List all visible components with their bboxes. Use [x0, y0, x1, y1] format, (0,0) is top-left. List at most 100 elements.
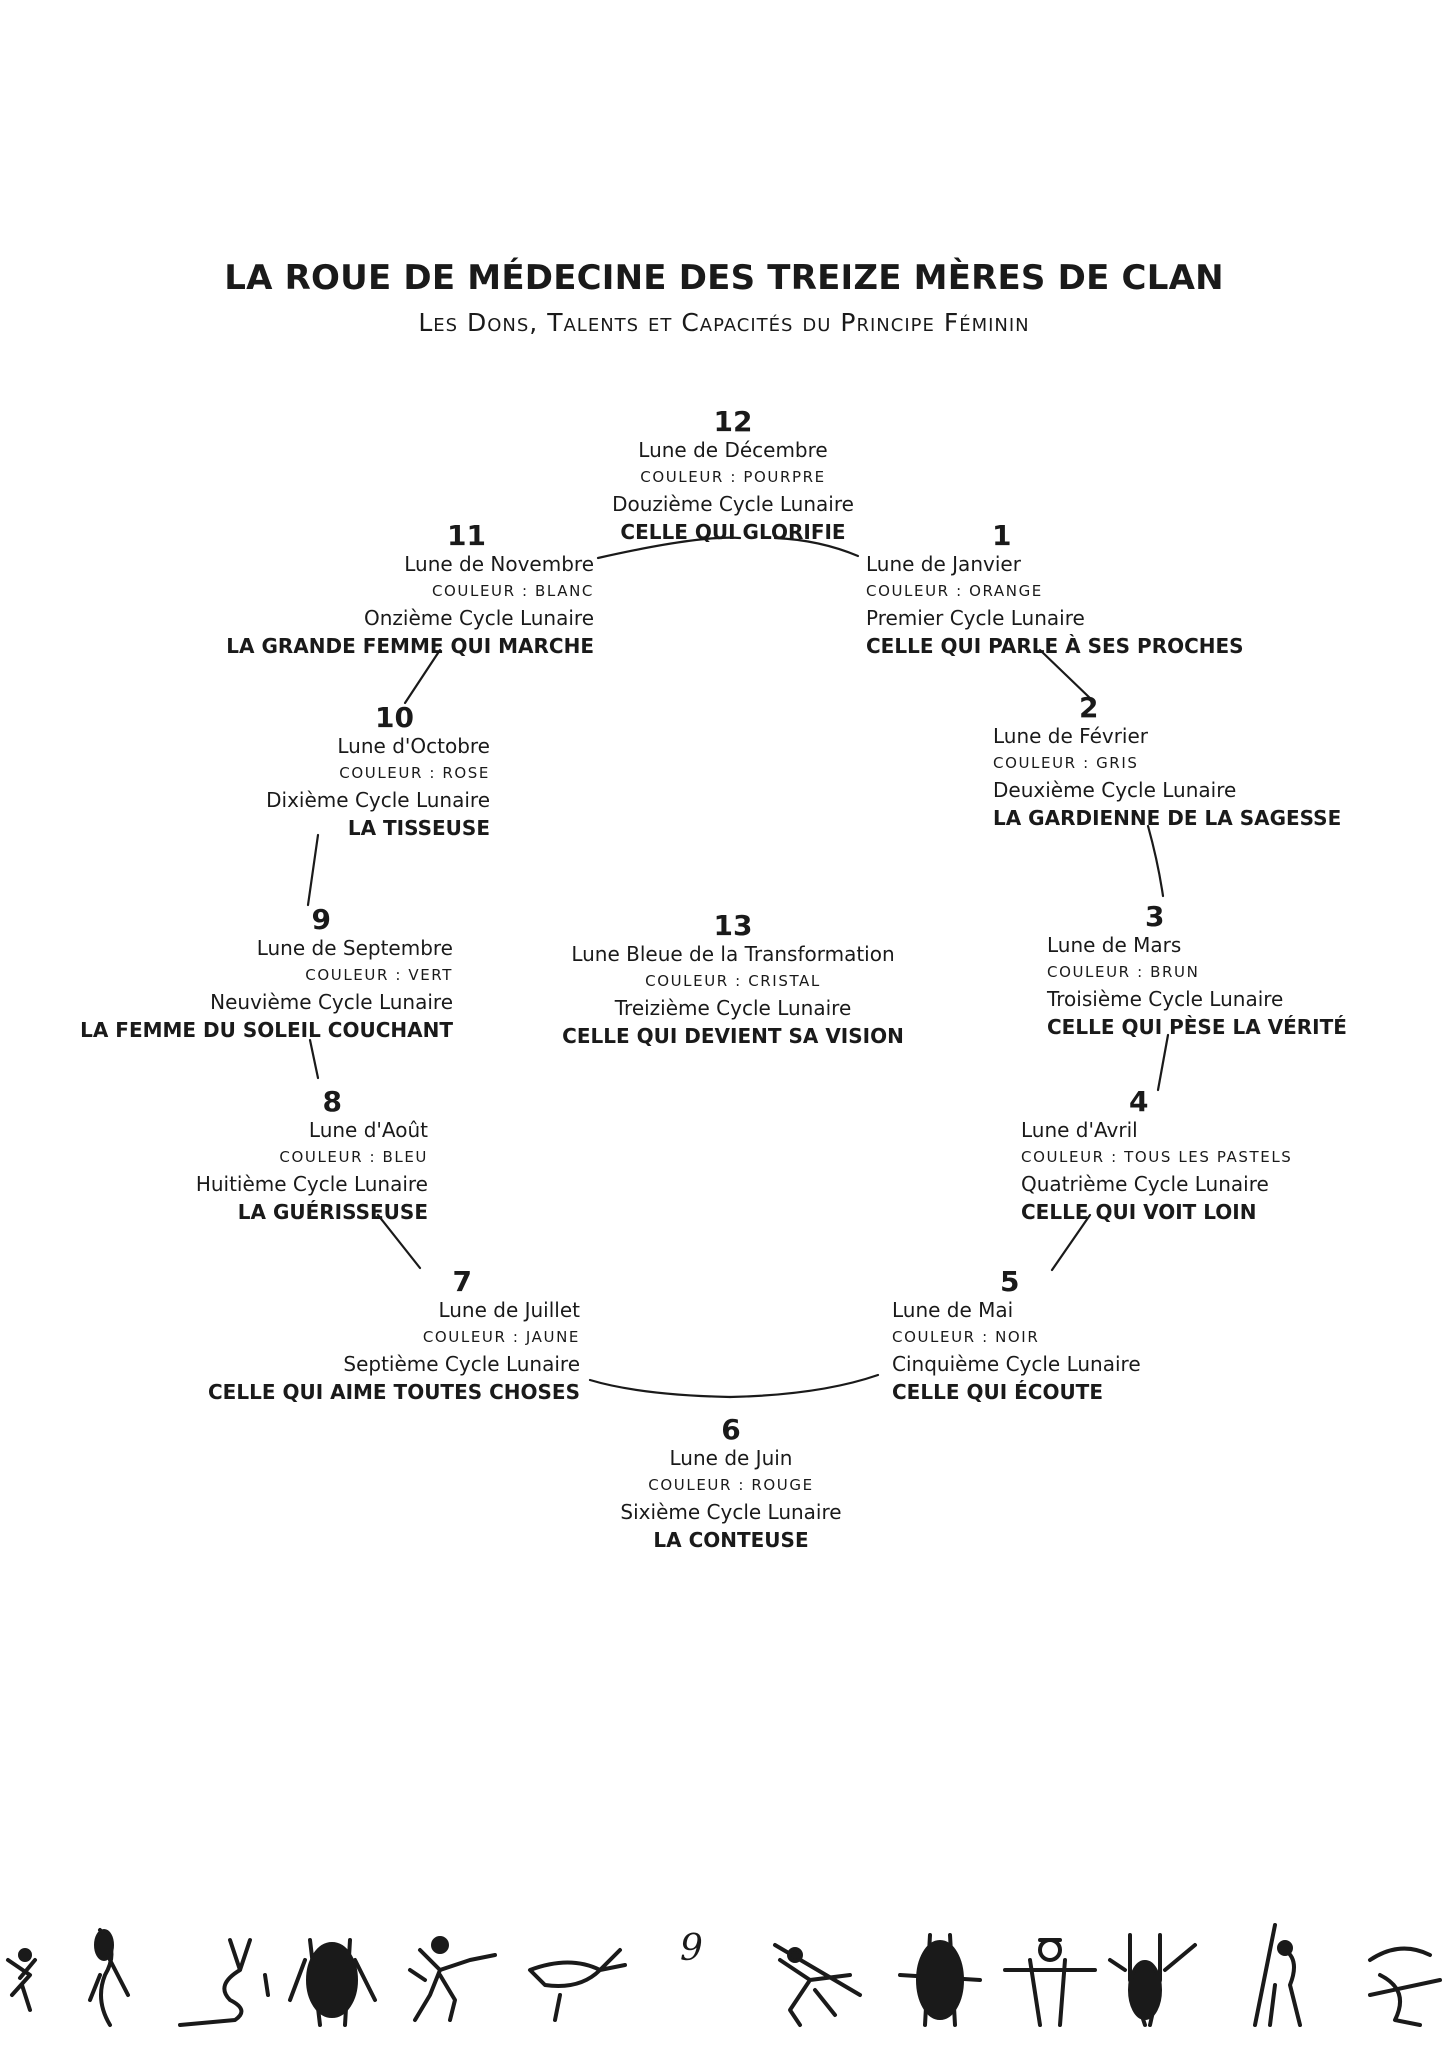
moon-color: COULEUR : GRIS	[993, 754, 1139, 772]
moon-5: 5 Lune de Mai COULEUR : NOIR Cinquième C…	[892, 1268, 1141, 1406]
moon-color: COULEUR : CRISTAL	[645, 972, 821, 990]
moon-clan-mother: LA GRANDE FEMME QUI MARCHE	[226, 634, 594, 658]
moon-color: COULEUR : ORANGE	[866, 582, 1043, 600]
moon-clan-mother: CELLE QUI PARLE À SES PROCHES	[866, 634, 1244, 658]
moon-clan-mother: LA CONTEUSE	[653, 1528, 809, 1552]
moon-8: 8 Lune d'Août COULEUR : BLEU Huitième Cy…	[196, 1088, 428, 1226]
arc-8-9	[308, 1038, 320, 1080]
moon-12: 12 Lune de Décembre COULEUR : POURPRE Do…	[612, 408, 854, 546]
petroglyph-figure-icon	[408, 1936, 497, 2022]
arc-5-6	[728, 1373, 880, 1399]
moon-label: Lune de Mars	[1047, 933, 1182, 957]
moon-13: 13 Lune Bleue de la Transformation COULE…	[562, 912, 904, 1050]
petroglyph-figure-icon	[1108, 1933, 1197, 2027]
petroglyph-figure-icon	[88, 1928, 130, 2027]
moon-number: 6	[721, 1413, 741, 1446]
page-title: LA ROUE DE MÉDECINE DES TREIZE MÈRES DE …	[224, 258, 1224, 298]
petroglyph-figure-icon	[1003, 1938, 1097, 2027]
moon-cycle: Onzième Cycle Lunaire	[364, 606, 594, 630]
moon-label: Lune d'Août	[308, 1118, 428, 1142]
moon-cycle: Treizième Cycle Lunaire	[614, 996, 852, 1020]
moon-11: 11 Lune de Novembre COULEUR : BLANC Onzi…	[226, 522, 594, 660]
moon-number: 2	[1079, 691, 1099, 724]
moon-color: COULEUR : BLEU	[279, 1148, 428, 1166]
moon-6: 6 Lune de Juin COULEUR : ROUGE Sixième C…	[620, 1416, 841, 1554]
page-subtitle: Les Dons, Talents et Capacités du Princi…	[418, 308, 1030, 337]
moon-number: 5	[1000, 1265, 1020, 1298]
moon-clan-mother: CELLE QUI PÈSE LA VÉRITÉ	[1047, 1015, 1347, 1039]
moon-clan-mother: CELLE QUI VOIT LOIN	[1021, 1200, 1257, 1224]
moon-label: Lune de Mai	[892, 1298, 1014, 1322]
moon-clan-mother: CELLE QUI ÉCOUTE	[892, 1380, 1103, 1404]
moon-label: Lune d'Octobre	[337, 734, 490, 758]
page-number: 9	[680, 1928, 703, 1969]
moon-clan-mother: LA TISSEUSE	[347, 816, 490, 840]
moon-cycle: Cinquième Cycle Lunaire	[892, 1352, 1141, 1376]
petroglyph-figure-icon	[898, 1933, 982, 2027]
moon-cycle: Quatrième Cycle Lunaire	[1021, 1172, 1269, 1196]
arc-12-1	[773, 536, 860, 558]
moon-label: Lune de Juillet	[438, 1298, 580, 1322]
petroglyph-figure-icon	[6, 1948, 37, 2012]
moon-number: 12	[713, 405, 753, 438]
petroglyph-figure-icon	[288, 1938, 377, 2027]
petroglyph-figure-icon	[1368, 1946, 1442, 2027]
arc-6-7	[588, 1378, 732, 1399]
moon-color: COULEUR : POURPRE	[640, 468, 826, 486]
moon-number: 8	[322, 1085, 342, 1118]
moon-cycle: Troisième Cycle Lunaire	[1047, 987, 1284, 1011]
arc-9-10	[306, 833, 320, 907]
petroglyph-figure-icon	[178, 1938, 270, 2027]
moon-2: 2 Lune de Février COULEUR : GRIS Deuxièm…	[993, 694, 1341, 832]
moon-cycle: Deuxième Cycle Lunaire	[993, 778, 1237, 802]
moon-cycle: Huitième Cycle Lunaire	[195, 1172, 428, 1196]
moon-clan-mother: CELLE QUI AIME TOUTES CHOSES	[208, 1380, 580, 1404]
arc-7-8	[376, 1213, 422, 1270]
moon-color: COULEUR : BLANC	[431, 582, 594, 600]
arc-2-3	[1146, 824, 1165, 898]
moon-color: COULEUR : JAUNE	[422, 1328, 580, 1346]
moon-number: 13	[713, 909, 753, 942]
moon-cycle: Dixième Cycle Lunaire	[266, 788, 490, 812]
moon-clan-mother: LA GUÉRISSEUSE	[237, 1200, 428, 1224]
moon-label: Lune de Février	[993, 724, 1149, 748]
moon-1: 1 Lune de Janvier COULEUR : ORANGE Premi…	[866, 522, 1244, 660]
moon-clan-mother: LA GARDIENNE DE LA SAGESSE	[993, 806, 1342, 830]
moon-label: Lune Bleue de la Transformation	[571, 942, 895, 966]
petroglyph-border	[6, 1923, 1442, 2027]
moon-cycle: Neuvième Cycle Lunaire	[210, 990, 453, 1014]
moon-clan-mother: LA FEMME DU SOLEIL COUCHANT	[80, 1018, 453, 1042]
petroglyph-figure-icon	[528, 1948, 627, 2022]
petroglyph-figure-icon	[773, 1943, 862, 2027]
moon-color: COULEUR : VERT	[305, 966, 453, 984]
moon-3: 3 Lune de Mars COULEUR : BRUN Troisième …	[1047, 903, 1347, 1041]
moon-number: 4	[1129, 1085, 1149, 1118]
moon-cycle: Douzième Cycle Lunaire	[612, 492, 854, 516]
arc-10-11	[403, 648, 442, 705]
moon-number: 1	[992, 519, 1012, 552]
moon-number: 7	[452, 1265, 472, 1298]
moon-10: 10 Lune d'Octobre COULEUR : ROSE Dixième…	[266, 704, 490, 842]
moon-cycle: Sixième Cycle Lunaire	[620, 1500, 842, 1524]
moon-color: COULEUR : TOUS LES PASTELS	[1021, 1148, 1293, 1166]
arc-1-2	[1038, 648, 1094, 702]
moon-label: Lune de Novembre	[404, 552, 594, 576]
petroglyph-figure-icon	[1253, 1923, 1302, 2027]
moon-clan-mother: CELLE QUI DEVIENT SA VISION	[562, 1024, 904, 1048]
moon-number: 3	[1145, 900, 1165, 933]
moon-color: COULEUR : ROUGE	[648, 1476, 814, 1494]
moon-clan-mother: CELLE QUI GLORIFIE	[620, 520, 846, 544]
moon-cycle: Premier Cycle Lunaire	[866, 606, 1085, 630]
moon-9: 9 Lune de Septembre COULEUR : VERT Neuvi…	[80, 906, 453, 1044]
moon-label: Lune de Septembre	[256, 936, 453, 960]
moon-number: 9	[311, 903, 331, 936]
moon-label: Lune de Janvier	[866, 552, 1021, 576]
arc-11-12	[596, 536, 742, 560]
moon-cycle: Septième Cycle Lunaire	[343, 1352, 580, 1376]
moon-number: 11	[447, 519, 486, 552]
arc-3-4	[1156, 1033, 1170, 1092]
moon-7: 7 Lune de Juillet COULEUR : JAUNE Septiè…	[208, 1268, 580, 1406]
moon-label: Lune de Juin	[669, 1446, 793, 1470]
moon-color: COULEUR : NOIR	[892, 1328, 1040, 1346]
